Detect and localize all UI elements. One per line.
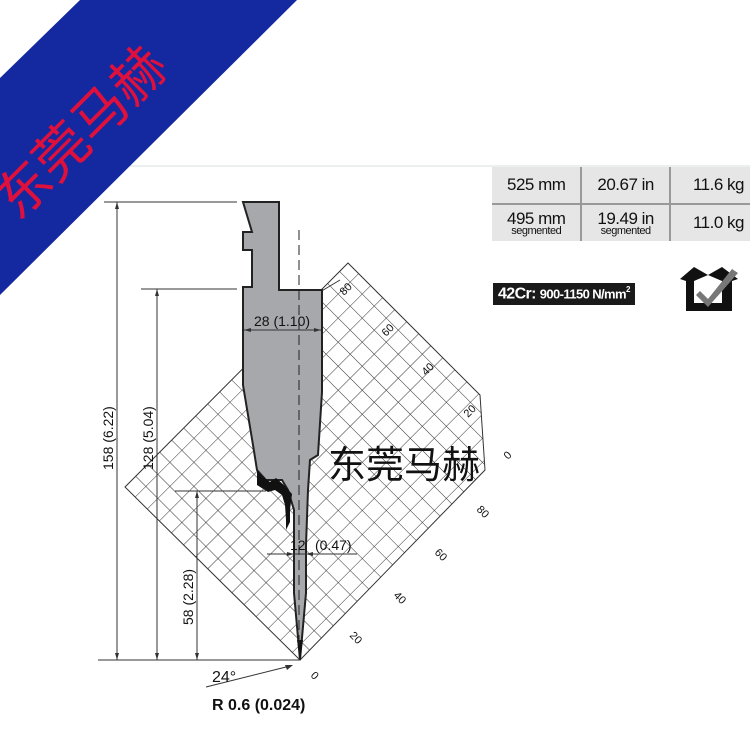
grid-label: 40 [391,590,408,607]
grid-label: 0 [308,670,321,683]
dim-neck-height: 58 (2.28) [180,569,196,625]
length-in: 20.67 in [581,167,671,205]
dimension-labels: 158 (6.22) 128 (5.04) 58 (2.28) 28 (1.10… [100,313,352,714]
dim-angle: 24° [212,669,236,686]
material-strength: 900-1150 N/mm [539,286,627,302]
dim-width-tip: 12 [290,537,306,553]
material-grade: 42Cr: [498,285,537,303]
grid-label: 80 [474,504,491,521]
dim-body-height: 128 (5.04) [140,406,156,470]
box-check-icon [680,267,738,311]
punch-profile [241,201,323,661]
grid-scale-upper: 80 60 40 20 0 [319,279,515,462]
dim-width-tip-in: (0.47) [315,537,352,553]
weight: 11.6 kg [669,167,750,205]
dim-width-top: 28 (1.10) [254,313,310,329]
material-badge: 42Cr: 900-1150 N/mm2 [493,283,635,306]
dimension-arrows [115,202,321,670]
watermark-overlay: 东莞马赫 [328,443,480,487]
grid-label: 20 [347,630,364,647]
dimension-lines [98,201,357,688]
dim-total-height: 158 (6.22) [100,406,116,470]
dim-radius: R 0.6 (0.024) [212,697,305,714]
material-exponent: 2 [625,285,630,294]
table-row: 525 mm 20.67 in 11.6 kg [492,167,750,205]
grid-label: 60 [432,547,449,564]
grid-label: 0 [502,449,515,462]
length-mm: 525 mm [492,167,583,205]
weight: 11.0 kg [692,213,745,232]
